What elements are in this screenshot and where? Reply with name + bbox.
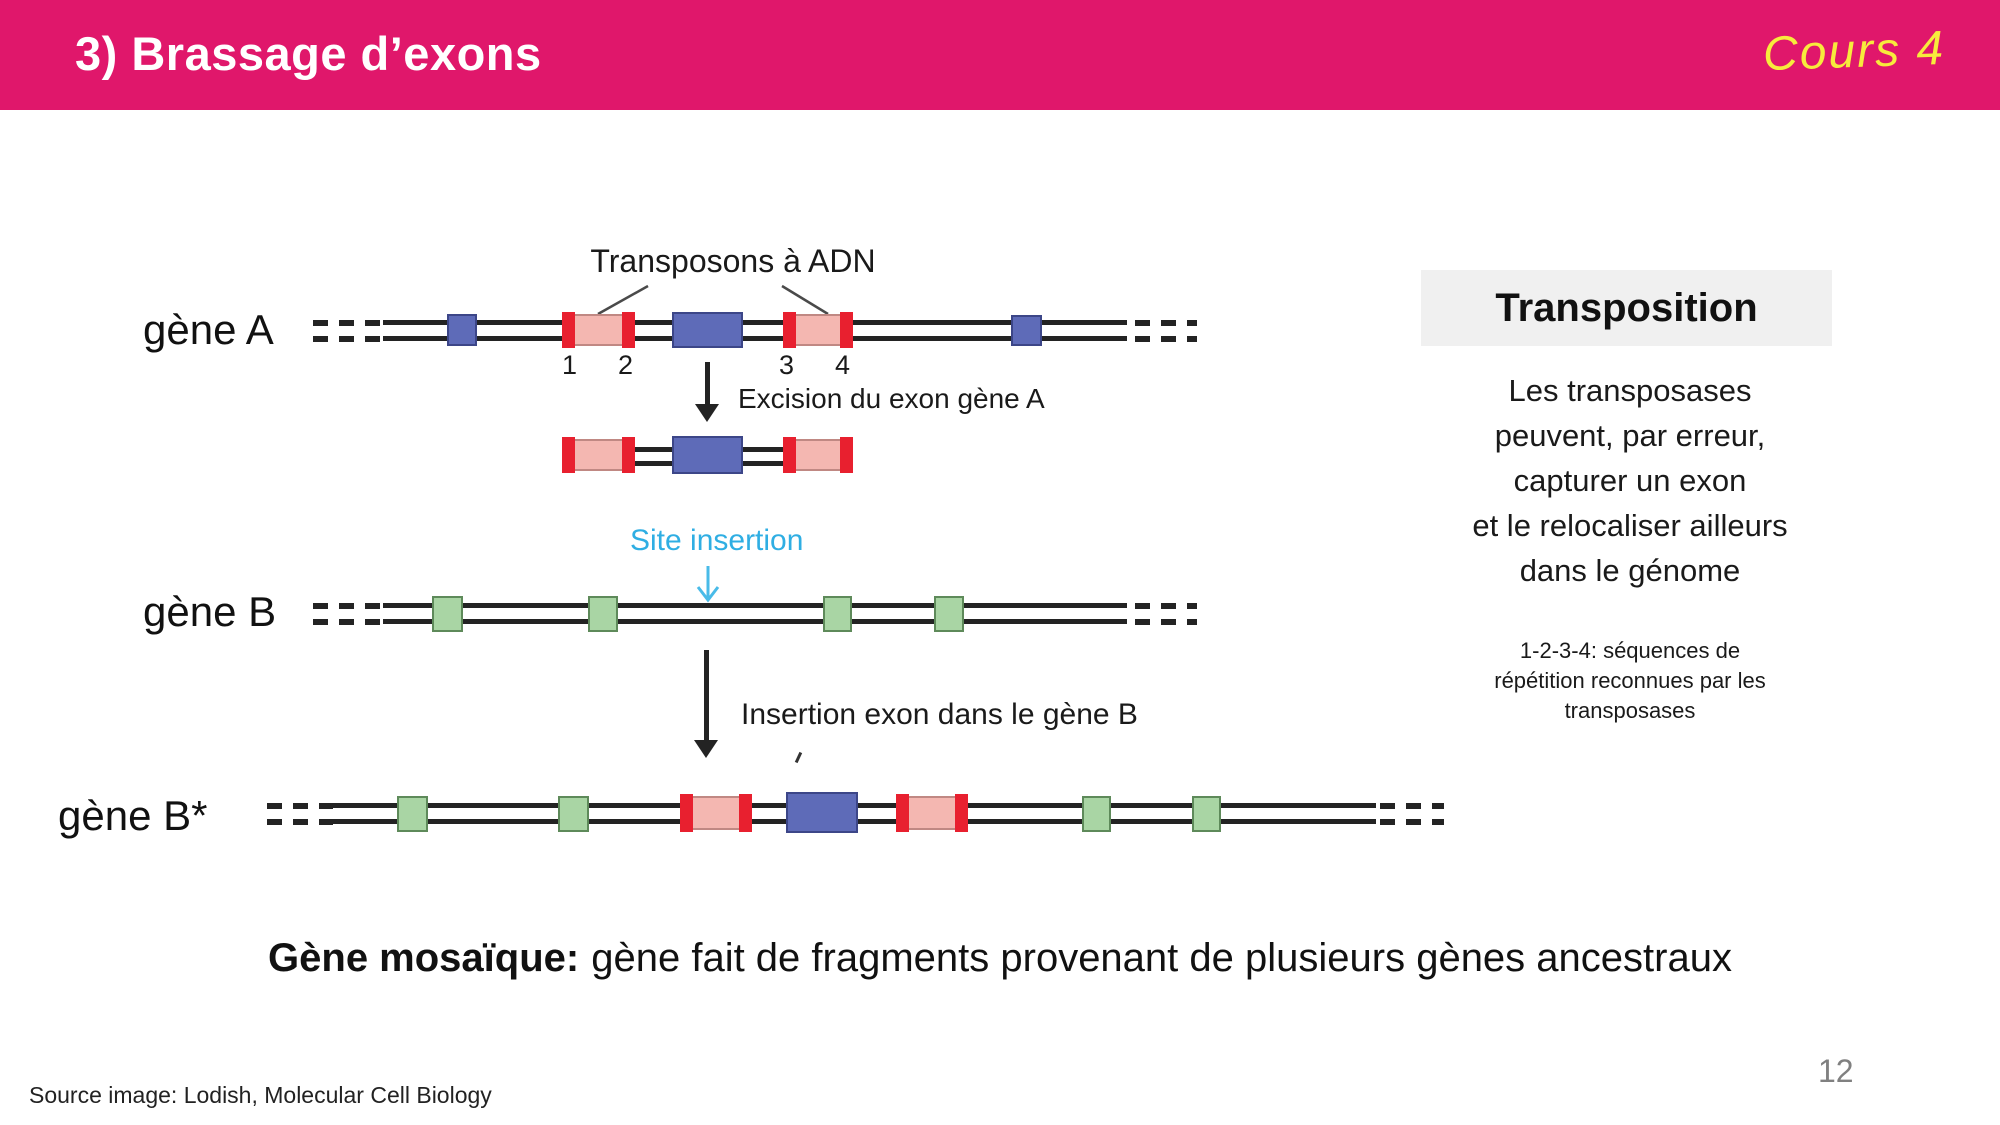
gene-b-star-dashes-left	[267, 819, 333, 825]
repeat-number-3: 3	[779, 350, 795, 380]
transposon-1	[562, 312, 635, 348]
fragment-line	[740, 447, 786, 452]
gene-b-star-exon-1	[397, 796, 428, 832]
gene-a-exon-captured	[672, 312, 743, 348]
mosaic-gene-definition: Gène mosaïque:gène fait de fragments pro…	[0, 936, 2000, 981]
site-insertion-arrow	[696, 566, 720, 603]
transposition-title-box: Transposition	[1421, 270, 1832, 346]
repeat-sequences-note: 1-2-3-4: séquences de répétition reconnu…	[1494, 638, 1766, 723]
gene-a-dna-line	[383, 336, 1127, 341]
gene-b-exon-2	[588, 596, 618, 632]
transposons-caption: Transposons à ADN	[590, 243, 876, 279]
fragment-transposon-left	[562, 437, 635, 473]
insertion-arrow	[704, 650, 709, 742]
gene-a-dashes-right	[1135, 336, 1197, 342]
gene-b-dashes-left	[313, 619, 383, 625]
excision-label: Excision du exon gène A	[738, 383, 1045, 414]
fragment-transposon-right	[783, 437, 853, 473]
source-credit: Source image: Lodish, Molecular Cell Bio…	[29, 1082, 492, 1108]
transposons-pointer-lines	[597, 284, 829, 316]
gene-b-star-exon-2	[558, 796, 589, 832]
page-title: 3) Brassage d’exons	[75, 27, 542, 80]
repeat-number-4: 4	[835, 350, 851, 380]
insertion-label: Insertion exon dans le gène B	[741, 698, 1138, 731]
repeat-4	[840, 312, 853, 348]
gene-b-exon-1	[432, 596, 463, 632]
repeat-2	[622, 312, 635, 348]
gene-b-dna-line	[383, 619, 1127, 624]
gene-b-dna-line	[383, 603, 1127, 608]
gene-b-star-dashes-right	[1380, 803, 1444, 809]
gene-a-dashes-left	[313, 336, 383, 342]
transposition-title: Transposition	[1495, 285, 1758, 330]
fragment-line	[740, 461, 786, 466]
gene-b-star-transposon-left	[680, 794, 752, 832]
header-bar: 3) Brassage d’exons Cours 4	[0, 0, 2000, 110]
gene-a-exon-small-left	[447, 314, 477, 346]
gene-a-exon-small-right	[1011, 315, 1042, 346]
repeat-1	[562, 312, 575, 348]
page-number: 12	[1818, 1053, 1854, 1089]
insertion-mark	[794, 751, 803, 764]
gene-b-star-inserted-exon	[786, 792, 858, 833]
course-badge: Cours 4	[1762, 21, 1946, 82]
gene-b-exon-4	[934, 596, 964, 632]
fragment-line	[630, 447, 676, 452]
gene-a-dashes-right	[1135, 320, 1197, 326]
gene-b-dashes-left	[313, 603, 383, 609]
gene-a-dashes-left	[313, 320, 383, 326]
site-insertion-label: Site insertion	[630, 524, 804, 557]
fragment-exon	[672, 436, 743, 474]
gene-b-dashes-right	[1135, 603, 1197, 609]
gene-b-label: gène B	[143, 588, 277, 635]
gene-b-star-dashes-right	[1380, 819, 1444, 825]
excision-arrow	[705, 362, 710, 408]
gene-b-star-label: gène B*	[58, 792, 208, 839]
repeat-number-2: 2	[618, 350, 634, 380]
gene-b-exon-3	[823, 596, 852, 632]
repeat-number-1: 1	[562, 350, 578, 380]
insertion-arrow-head	[694, 740, 718, 758]
gene-b-dashes-right	[1135, 619, 1197, 625]
repeat-3	[783, 312, 796, 348]
fragment-line	[630, 461, 676, 466]
gene-a-label: gène A	[143, 306, 274, 353]
transposon-2	[783, 312, 853, 348]
definition-term: Gène mosaïque:	[268, 936, 580, 980]
gene-a-dna-line	[383, 320, 1127, 325]
excision-arrow-head	[695, 404, 719, 422]
gene-b-star-exon-4	[1192, 796, 1221, 832]
transposition-body: Les transposases peuvent, par erreur, ca…	[1472, 373, 1788, 588]
definition-text: gène fait de fragments provenant de plus…	[591, 936, 1732, 980]
gene-b-star-transposon-right	[896, 794, 968, 832]
gene-b-star-exon-3	[1082, 796, 1111, 832]
gene-b-star-dashes-left	[267, 803, 333, 809]
